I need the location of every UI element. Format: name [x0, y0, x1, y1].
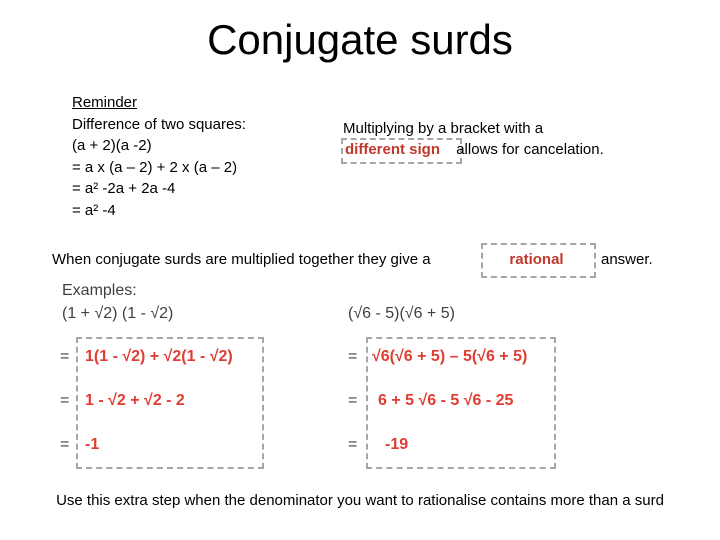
- left-result: -1: [85, 436, 100, 453]
- multiplying-line2: allows for cancelation.: [456, 141, 604, 158]
- right-result: -19: [385, 436, 409, 453]
- page-title: Conjugate surds: [207, 16, 513, 63]
- left-working-box: [76, 337, 264, 469]
- rational-text: rational: [509, 251, 564, 268]
- different-sign-highlight-box: [341, 138, 462, 164]
- equals-sign: =: [348, 436, 358, 453]
- multiplying-note: Multiplying by a bracket with a differen…: [343, 118, 604, 160]
- rational-highlight-box: [481, 243, 596, 278]
- reminder-line: (a + 2)(a -2): [72, 137, 152, 154]
- equals-sign: =: [348, 348, 358, 365]
- right-working-box: [366, 337, 556, 469]
- right-example-expression: (√6 - 5)(√6 + 5): [348, 305, 455, 322]
- different-sign-text: different sign: [345, 141, 441, 158]
- reminder-subheading: Difference of two squares:: [72, 115, 246, 133]
- equals-sign: =: [348, 392, 358, 409]
- examples-heading: Examples:: [62, 282, 137, 299]
- equals-sign: =: [60, 392, 70, 409]
- multiplying-line1: Multiplying by a bracket with a: [343, 120, 544, 137]
- reminder-heading: Reminder: [72, 94, 138, 111]
- left-step2: 1 - √2 + √2 - 2: [85, 392, 185, 409]
- answer-text: answer.: [601, 251, 653, 268]
- right-step1: √6(√6 + 5) – 5(√6 + 5): [372, 348, 528, 365]
- right-step2: 6 + 5 √6 - 5 √6 - 25: [378, 392, 514, 409]
- equals-sign: =: [60, 436, 70, 453]
- conjugate-statement: When conjugate surds are multiplied toge…: [52, 251, 431, 268]
- footer-note: Use this extra step when the denominator…: [56, 492, 664, 509]
- equals-sign: =: [60, 348, 70, 365]
- reminder-block: Reminder Difference of two squares: (a +…: [72, 92, 246, 221]
- reminder-line: = a² -4: [72, 201, 116, 219]
- left-example-expression: (1 + √2) (1 - √2): [62, 305, 174, 322]
- reminder-line: = a² -2a + 2a -4: [72, 180, 176, 197]
- reminder-line: = a x (a – 2) + 2 x (a – 2): [72, 158, 238, 176]
- left-step1: 1(1 - √2) + √2(1 - √2): [85, 348, 233, 365]
